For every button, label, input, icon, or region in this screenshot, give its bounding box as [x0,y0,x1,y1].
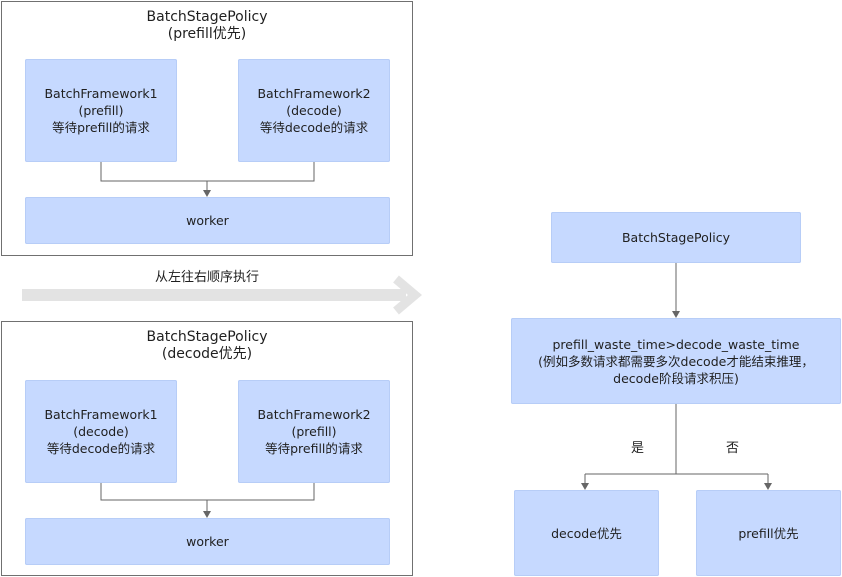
framework-stage: (decode) [73,424,129,439]
worker-box: worker [25,197,390,244]
policy-subtitle: (decode优先) [161,346,253,362]
decode-first-result-box: decode优先 [514,490,659,576]
framework-desc: 等待decode的请求 [259,120,369,135]
worker-box: worker [25,518,390,565]
policy-subtitle: (prefill优先) [167,26,247,42]
framework-name: BatchFramework2 [257,86,371,101]
framework-name: BatchFramework2 [257,407,371,422]
condition-note-line1: (例如多数请求都需要多次decode才能结束推理， [538,353,814,369]
batch-framework-1-box: BatchFramework1 (decode) 等待decode的请求 [25,380,177,483]
batch-framework-2-box: BatchFramework2 (decode) 等待decode的请求 [238,59,390,162]
framework-name: BatchFramework1 [44,407,158,422]
batch-framework-2-box: BatchFramework2 (prefill) 等待prefill的请求 [238,380,390,483]
worker-label: worker [186,213,229,228]
yes-label: 是 [631,441,645,456]
order-arrow-label: 从左往右顺序执行 [155,270,260,285]
framework-desc: 等待prefill的请求 [52,120,150,135]
prefill-first-result-box: prefill优先 [696,490,841,576]
policy-title: BatchStagePolicy [146,329,268,345]
framework-stage: (prefill) [78,103,124,118]
condition-note-line2: decode阶段请求积压) [613,370,739,386]
order-arrow-shaft [22,289,406,301]
result-label: decode优先 [551,525,622,541]
condition-box: prefill_waste_time>decode_waste_time (例如… [511,318,841,404]
condition-expression: prefill_waste_time>decode_waste_time [552,336,800,352]
order-arrow-head [393,275,422,315]
policy-title: BatchStagePolicy [146,9,268,25]
flow-start-label: BatchStagePolicy [621,230,730,245]
framework-stage: (decode) [286,103,342,118]
framework-stage: (prefill) [291,424,337,439]
framework-name: BatchFramework1 [44,86,158,101]
framework-desc: 等待prefill的请求 [265,441,363,456]
result-label: prefill优先 [738,525,799,541]
no-label: 否 [726,441,740,456]
framework-desc: 等待decode的请求 [46,441,156,456]
top-merge-connector [100,162,315,182]
bottom-merge-connector [100,483,315,501]
flow-start-box: BatchStagePolicy [551,212,801,263]
worker-label: worker [186,534,229,549]
batch-framework-1-box: BatchFramework1 (prefill) 等待prefill的请求 [25,59,177,162]
